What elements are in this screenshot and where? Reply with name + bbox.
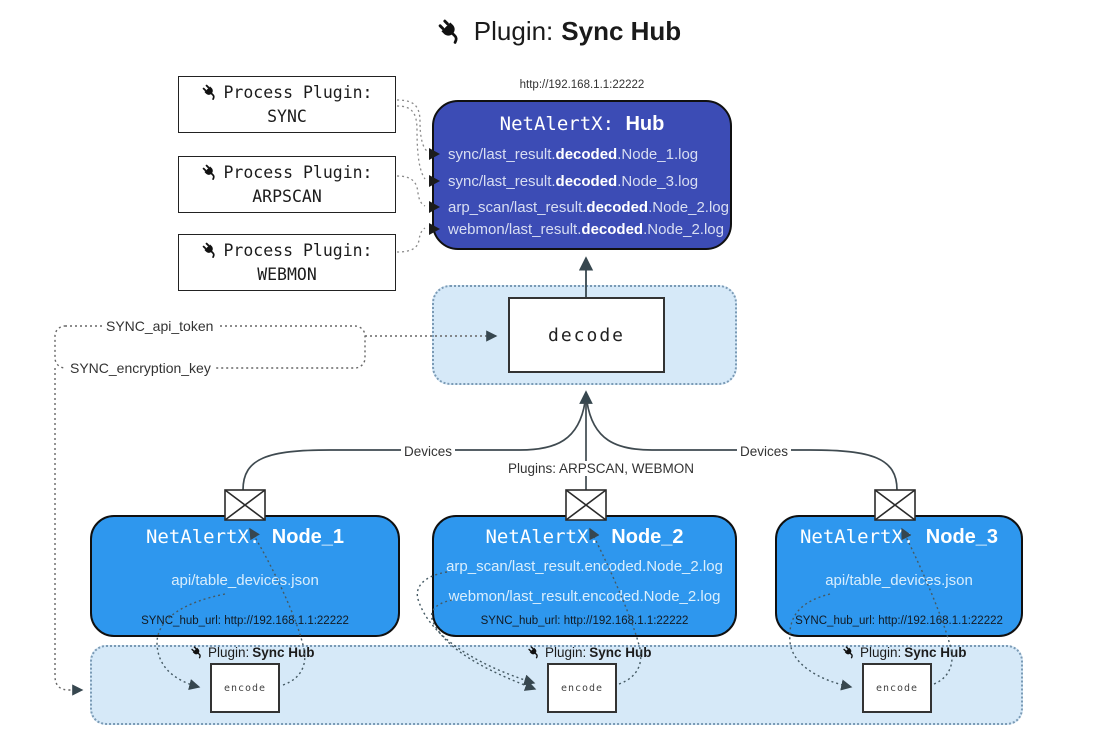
row-arrow-icon — [429, 223, 440, 235]
plug-icon — [436, 17, 466, 47]
node-3-file: api/table_devices.json — [825, 572, 973, 589]
node-3-hub-url: SYNC_hub_url: http://192.168.1.1:22222 — [795, 615, 1003, 627]
process-plugin-name: ARPSCAN — [252, 186, 322, 206]
node-1-hub-url: SYNC_hub_url: http://192.168.1.1:22222 — [141, 615, 349, 627]
process-plugin-arpscan-box: Process Plugin: ARPSCAN — [178, 156, 396, 213]
process-plugin-label: Process Plugin: — [223, 162, 373, 182]
hub-file-row: sync/last_result.decoded.Node_1.log — [429, 146, 698, 163]
decode-box: decode — [508, 297, 665, 373]
hub-title-prefix: NetAlertX: — [499, 113, 615, 135]
plug-icon — [527, 645, 542, 660]
process-plugin-label: Process Plugin: — [223, 82, 373, 102]
page-title: Plugin: Sync Hub — [0, 16, 1117, 47]
node-1-box: NetAlertX: Node_1 api/table_devices.json… — [90, 515, 400, 637]
encode-box-node-3: encode — [862, 663, 932, 713]
encode-plugin-label: Plugin: Sync Hub — [190, 645, 315, 660]
hub-url-label: http://192.168.1.1:22222 — [519, 79, 645, 91]
node-2-box: NetAlertX: Node_2 arp_scan/last_result.e… — [432, 515, 737, 637]
nodes-to-decode-curves — [242, 390, 898, 497]
devices-label-right: Devices — [737, 444, 792, 459]
hub-file-row: webmon/last_result.decoded.Node_2.log — [429, 221, 724, 238]
hub-file-row: sync/last_result.decoded.Node_3.log — [429, 173, 698, 190]
sync-encryption-key-label: SYNC_encryption_key — [66, 360, 215, 376]
process-plugin-name: SYNC — [267, 106, 307, 126]
process-plugin-name: WEBMON — [257, 264, 317, 284]
node-1-title: NetAlertX: Node_1 — [145, 526, 345, 548]
hub-box: NetAlertX: Hub sync/last_result.decoded.… — [429, 100, 732, 250]
node-1-file: api/table_devices.json — [171, 572, 319, 589]
encode-plugin-label: Plugin: Sync Hub — [842, 645, 967, 660]
encode-box-node-2: encode — [547, 663, 617, 713]
row-arrow-icon — [429, 175, 440, 187]
plug-icon — [842, 645, 857, 660]
devices-label-left: Devices — [401, 444, 456, 459]
node-2-file: webmon/last_result.encoded.Node_2.log — [448, 588, 721, 605]
node-2-hub-url: SYNC_hub_url: http://192.168.1.1:22222 — [480, 615, 689, 627]
plug-icon — [201, 163, 220, 182]
node-2-file: arp_scan/last_result.encoded.Node_2.log — [446, 558, 723, 575]
plug-icon — [201, 241, 220, 260]
sync-api-token-label: SYNC_api_token — [102, 318, 218, 334]
plug-icon — [190, 645, 205, 660]
hub-file-row: arp_scan/last_result.decoded.Node_2.log — [429, 199, 729, 216]
title-prefix: Plugin: — [473, 16, 554, 46]
encode-box-node-1: encode — [210, 663, 280, 713]
node-2-title: NetAlertX: Node_2 — [485, 526, 684, 548]
node-3-title: NetAlertX: Node_3 — [799, 526, 999, 548]
node-3-box: NetAlertX: Node_3 api/table_devices.json… — [775, 515, 1023, 637]
plugin-to-hub-connectors — [396, 99, 428, 253]
encode-plugin-label: Plugin: Sync Hub — [527, 645, 652, 660]
hub-title: NetAlertX: Hub — [434, 113, 730, 136]
plugins-label-center: Plugins: ARPSCAN, WEBMON — [505, 461, 698, 476]
title-name: Sync Hub — [561, 16, 682, 46]
process-plugin-label: Process Plugin: — [223, 240, 373, 260]
hub-title-name: Hub — [625, 113, 665, 135]
row-arrow-icon — [429, 201, 440, 213]
process-plugin-sync-box: Process Plugin: SYNC — [178, 76, 396, 133]
row-arrow-icon — [429, 148, 440, 160]
process-plugin-webmon-box: Process Plugin: WEBMON — [178, 234, 396, 291]
plug-icon — [201, 83, 220, 102]
